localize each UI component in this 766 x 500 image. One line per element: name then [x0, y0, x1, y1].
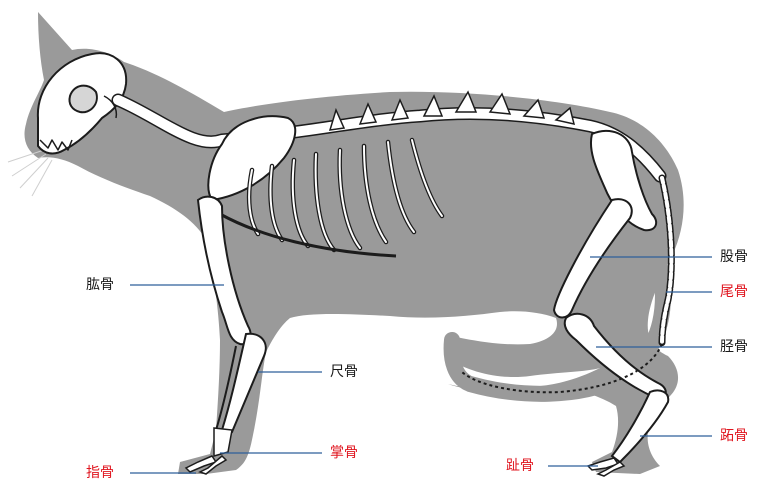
- label-phalanges-hind: 趾骨: [506, 458, 534, 474]
- sternum: [219, 212, 397, 258]
- scapula: [207, 115, 297, 202]
- front-phalanges: [184, 454, 228, 475]
- ribcage-fill: [248, 139, 443, 251]
- radius-bone: [215, 345, 237, 431]
- label-metatarsal: 跖骨: [720, 428, 748, 444]
- label-phalanges-front: 指骨: [86, 465, 114, 481]
- label-femur: 股骨: [720, 249, 748, 265]
- pelvis: [590, 129, 658, 232]
- skull: [36, 52, 128, 155]
- hind-phalanges: [586, 457, 626, 477]
- vertebral-processes: [328, 90, 576, 131]
- label-tibia: 胫骨: [720, 339, 748, 355]
- label-humerus: 肱骨: [86, 277, 114, 293]
- femur-bone: [552, 198, 633, 319]
- ulna-bone: [220, 332, 267, 434]
- label-ulna: 尺骨: [330, 364, 358, 380]
- caudal-tail-tip: [461, 343, 663, 394]
- label-metacarpal: 掌骨: [330, 445, 358, 461]
- leader-lines: [130, 256, 712, 474]
- spine-fill: [113, 95, 665, 181]
- metatarsal-bones: [610, 389, 670, 464]
- metacarpal-bones: [213, 427, 233, 457]
- label-caudal: 尾骨: [720, 284, 748, 300]
- whiskers: [7, 149, 53, 197]
